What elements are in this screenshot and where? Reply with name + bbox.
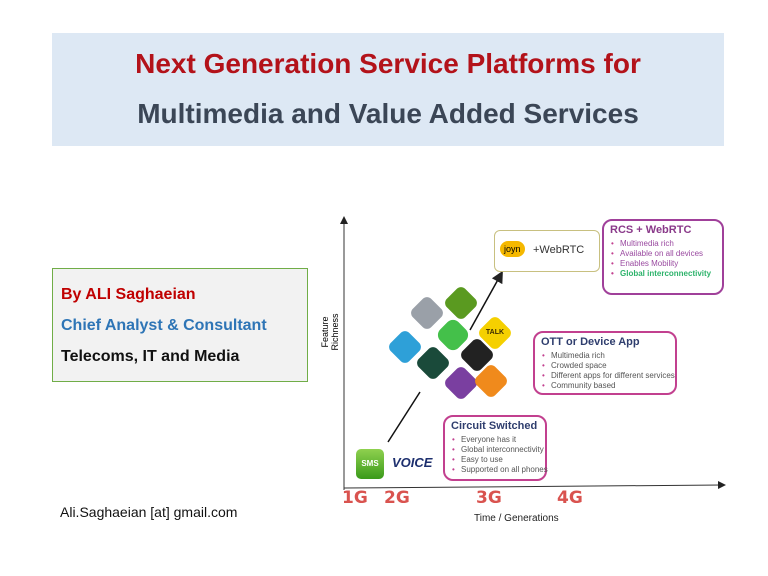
ott-item: Crowded space [542, 361, 669, 371]
title-banner: Next Generation Service Platforms for Mu… [52, 33, 724, 146]
ott-title: OTT or Device App [541, 336, 640, 348]
rcs-item: Multimedia rich [611, 239, 716, 249]
rcs-box: RCS + WebRTC Multimedia rich Available o… [602, 219, 724, 295]
y-axis-label: Feature Richness [320, 313, 340, 351]
circuit-item: Everyone has it [452, 435, 539, 445]
growth-arrow-2 [469, 270, 503, 331]
email: Ali.Saghaeian [at] gmail.com [60, 504, 238, 520]
circuit-item: Global interconnectivity [452, 445, 544, 455]
title-line-2: Multimedia and Value Added Services [137, 98, 639, 129]
x-axis-label: Time / Generations [474, 513, 559, 524]
circuit-title: Circuit Switched [451, 420, 538, 432]
kakaotalk-icon: TALK [476, 314, 514, 352]
ott-item: Different apps for different services [542, 371, 675, 381]
sms-icon: SMS [356, 449, 384, 479]
talk-label: TALK [485, 329, 505, 336]
author-name: By ALI Saghaeian [61, 286, 196, 303]
joyn-logo: joyn [500, 241, 525, 257]
rcs-highlight: Global interconnectivity [611, 269, 716, 279]
ott-box: OTT or Device App Multimedia rich Crowde… [533, 331, 677, 395]
rcs-item: Available on all devices [611, 249, 716, 259]
joyn-webrtc-box: joyn +WebRTC [494, 230, 600, 272]
webrtc-logo: +WebRTC [533, 244, 585, 256]
voice-icon: VOICE [392, 455, 433, 470]
circuit-box: Circuit Switched Everyone has it Global … [443, 415, 548, 481]
gen-2g: 2G [384, 488, 410, 508]
x-axis [343, 481, 726, 490]
circuit-item: Supported on all phones [452, 465, 548, 475]
growth-arrow-1 [387, 391, 421, 443]
author-role: Chief Analyst & Consultant [61, 317, 267, 334]
ott-item: Multimedia rich [542, 351, 669, 361]
gen-4g: 4G [557, 488, 583, 508]
rcs-item: Enables Mobility [611, 259, 716, 269]
circuit-item: Easy to use [452, 455, 539, 465]
gen-1g: 1G [342, 488, 368, 508]
gen-3g: 3G [476, 488, 502, 508]
ott-item: Community based [542, 381, 669, 391]
author-field: Telecoms, IT and Media [61, 348, 240, 365]
author-box: By ALI Saghaeian Chief Analyst & Consult… [52, 268, 308, 382]
rcs-title: RCS + WebRTC [610, 224, 692, 236]
title-line-1: Next Generation Service Platforms for [135, 48, 641, 79]
